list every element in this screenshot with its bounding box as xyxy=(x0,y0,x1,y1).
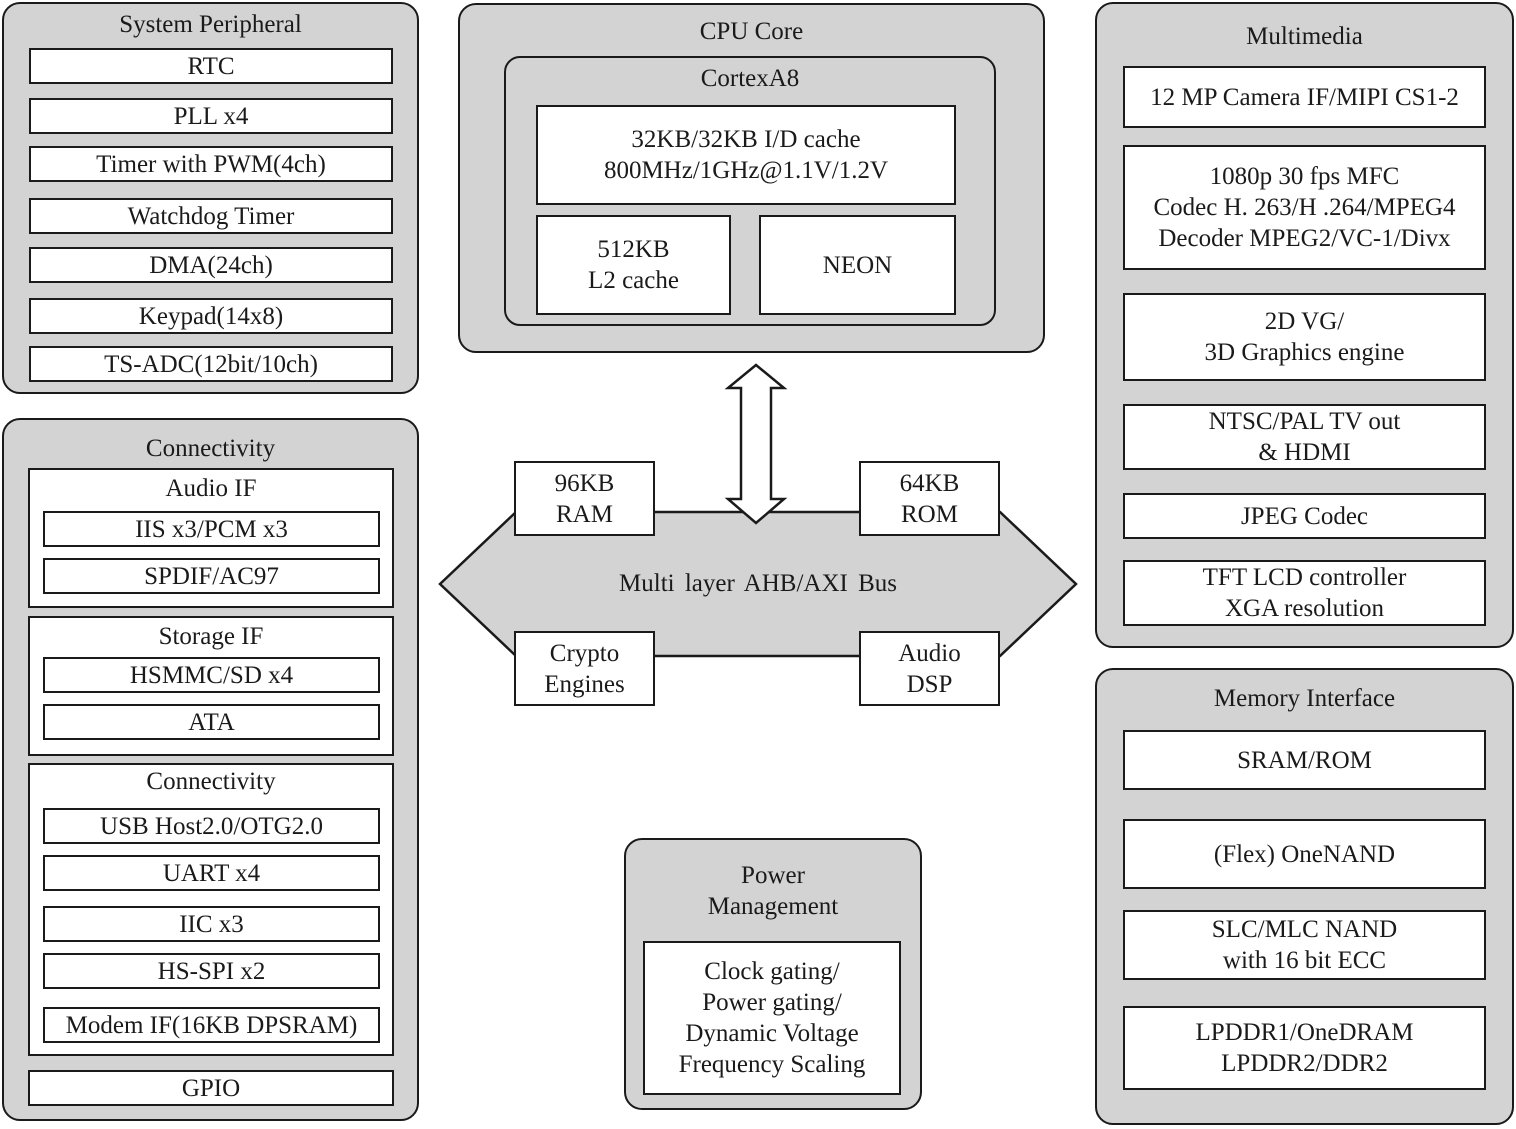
cpu-core-panel: CPU Core CortexA8 32KB/32KB I/D cache 80… xyxy=(458,3,1045,353)
connectivity-title: Connectivity xyxy=(145,435,276,462)
cpu-bus-vertical-arrow-icon xyxy=(724,363,788,525)
graphics-engine-block: 2D VG/ 3D Graphics engine xyxy=(1123,293,1486,381)
neon-block: NEON xyxy=(759,215,956,315)
memory-interface-panel: Memory Interface SRAM/ROM (Flex) OneNAND… xyxy=(1095,668,1514,1125)
ram-block: 96KB RAM xyxy=(514,461,655,536)
rom-block: 64KB ROM xyxy=(859,461,1000,536)
hsmmc-sd-block: HSMMC/SD x4 xyxy=(43,657,380,693)
crypto-engines-block: Crypto Engines xyxy=(514,631,655,706)
usb-block: USB Host2.0/OTG2.0 xyxy=(43,808,380,844)
memory-interface-title: Memory Interface xyxy=(1213,685,1396,712)
iis-pcm-block: IIS x3/PCM x3 xyxy=(43,511,380,547)
storage-if-title: Storage IF xyxy=(158,623,264,650)
multimedia-panel: Multimedia 12 MP Camera IF/MIPI CS1-2 10… xyxy=(1095,2,1514,648)
ata-block: ATA xyxy=(43,704,380,740)
jpeg-codec-block: JPEG Codec xyxy=(1123,493,1486,539)
spdif-ac97-block: SPDIF/AC97 xyxy=(43,558,380,594)
connectivity-panel: Connectivity Audio IF IIS x3/PCM x3 SPDI… xyxy=(2,418,419,1121)
gpio-block: GPIO xyxy=(28,1070,394,1106)
l2-cache-block: 512KB L2 cache xyxy=(536,215,731,315)
rtc-block: RTC xyxy=(29,48,393,84)
power-management-panel: Power Management Clock gating/ Power gat… xyxy=(624,838,922,1110)
dma-block: DMA(24ch) xyxy=(29,247,393,283)
power-management-title: Power Management xyxy=(707,862,839,920)
nand-ecc-block: SLC/MLC NAND with 16 bit ECC xyxy=(1123,910,1486,980)
mfc-codec-block: 1080p 30 fps MFC Codec H. 263/H .264/MPE… xyxy=(1123,145,1486,270)
tft-lcd-block: TFT LCD controller XGA resolution xyxy=(1123,560,1486,626)
storage-if-group: Storage IF HSMMC/SD x4 ATA xyxy=(28,616,394,756)
keypad-block: Keypad(14x8) xyxy=(29,298,393,334)
audio-if-group: Audio IF IIS x3/PCM x3 SPDIF/AC97 xyxy=(28,468,394,608)
pll-block: PLL x4 xyxy=(29,98,393,134)
sram-rom-block: SRAM/ROM xyxy=(1123,730,1486,790)
power-features-block: Clock gating/ Power gating/ Dynamic Volt… xyxy=(643,941,901,1095)
id-cache-block: 32KB/32KB I/D cache 800MHz/1GHz@1.1V/1.2… xyxy=(536,105,956,205)
tv-out-hdmi-block: NTSC/PAL TV out & HDMI xyxy=(1123,404,1486,470)
hs-spi-block: HS-SPI x2 xyxy=(43,953,380,989)
audio-if-title: Audio IF xyxy=(165,475,257,502)
system-peripheral-panel: System Peripheral RTC PLL x4 Timer with … xyxy=(2,2,419,394)
timer-pwm-block: Timer with PWM(4ch) xyxy=(29,146,393,182)
connectivity-group: Connectivity USB Host2.0/OTG2.0 UART x4 … xyxy=(28,763,394,1056)
lpddr-block: LPDDR1/OneDRAM LPDDR2/DDR2 xyxy=(1123,1006,1486,1090)
onenand-block: (Flex) OneNAND xyxy=(1123,819,1486,889)
connectivity-group-title: Connectivity xyxy=(146,768,276,795)
bus-label: Multi layer AHB/AXI Bus xyxy=(619,570,897,597)
uart-block: UART x4 xyxy=(43,855,380,891)
watchdog-timer-block: Watchdog Timer xyxy=(29,198,393,234)
modem-if-block: Modem IF(16KB DPSRAM) xyxy=(43,1007,380,1043)
ts-adc-block: TS-ADC(12bit/10ch) xyxy=(29,346,393,382)
camera-if-block: 12 MP Camera IF/MIPI CS1-2 xyxy=(1123,66,1486,128)
cortex-a8-block: CortexA8 32KB/32KB I/D cache 800MHz/1GHz… xyxy=(504,56,996,326)
cpu-core-title: CPU Core xyxy=(699,18,804,45)
cortex-a8-title: CortexA8 xyxy=(700,65,800,92)
system-peripheral-title: System Peripheral xyxy=(119,11,302,38)
audio-dsp-block: Audio DSP xyxy=(859,631,1000,706)
iic-block: IIC x3 xyxy=(43,906,380,942)
multimedia-title: Multimedia xyxy=(1246,23,1363,50)
